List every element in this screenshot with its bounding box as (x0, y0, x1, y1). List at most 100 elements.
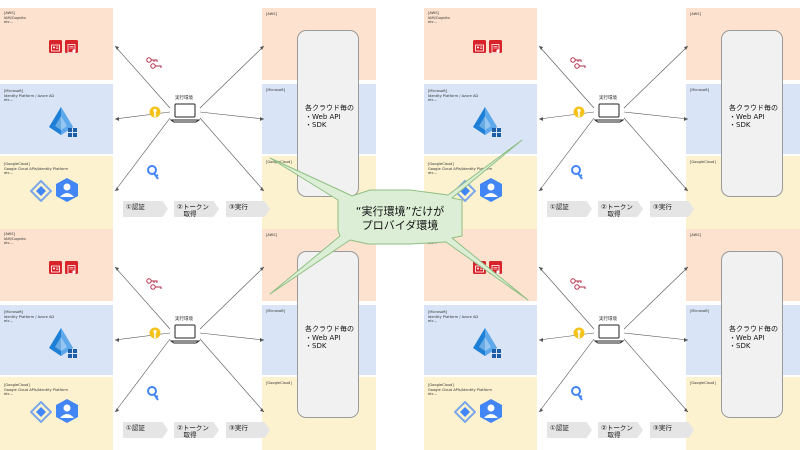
api-line: 各クラウド毎の (305, 104, 354, 112)
microsoft-target-tag: [Microsoft] (266, 88, 286, 92)
aws-tag-line: etc... (428, 20, 438, 25)
exec-arrow-gc (623, 117, 689, 192)
auth-arrow-ms (114, 332, 171, 341)
aws-identity-band: [AWS] IAM/Cognito etc... (0, 229, 113, 301)
diagram-panel: [AWS] IAM/Cognito etc... [Microsoft] Ide… (424, 229, 800, 450)
step-auth: ①認証 (547, 422, 592, 438)
auth-arrow-gc (114, 117, 171, 192)
execution-environment-label: 実行環境 (599, 317, 617, 322)
step-label: 取得 (601, 209, 621, 218)
microsoft-tag-line: etc... (4, 319, 14, 324)
aws-tag: [AWS] IAM/Cognito etc... (428, 11, 450, 25)
microsoft-tag: [Microsoft] Identity Platform / Azure AD… (428, 310, 478, 324)
microsoft-tag-line: Identity Platform / Azure AD (4, 93, 55, 98)
step-label: ③実行 (653, 203, 672, 211)
exec-arrow-gc (623, 338, 689, 413)
step-execute: ③実行 (650, 201, 694, 217)
diagram-panel: [AWS] IAM/Cognito etc... [Microsoft] Ide… (424, 8, 800, 229)
exec-arrow-ms (199, 332, 265, 341)
auth-arrow-gc (114, 338, 171, 413)
api-line: ・Web API (305, 333, 341, 342)
exec-arrow-gc (199, 117, 265, 192)
cloud-api-text: 各クラウド毎の ・Web API ・SDK (729, 325, 778, 351)
microsoft-tag-line: etc... (428, 98, 438, 103)
exec-arrow-aws (623, 45, 689, 109)
microsoft-target-tag: [Microsoft] (266, 309, 286, 313)
api-line: 各クラウド毎の (729, 325, 778, 333)
step-label: ②トークン (177, 203, 209, 211)
diagram-panel: [AWS] IAM/Cognito etc... [Microsoft] Ide… (0, 229, 376, 450)
googlecloud-tag: [GoogleCloud] Google Cloud APIs/Identity… (428, 383, 492, 397)
aws-tag-line: [AWS] (4, 232, 15, 236)
exec-arrow-gc (199, 338, 265, 413)
cloud-api-text: 各クラウド毎の ・Web API ・SDK (305, 104, 354, 130)
laptop-icon (594, 324, 624, 344)
microsoft-tag-line: Identity Platform / Azure AD (428, 314, 479, 319)
microsoft-tag-line: [Microsoft] (428, 89, 448, 93)
aws-cognito-icon (489, 40, 502, 53)
step-label: ③実行 (229, 424, 248, 432)
aws-identity-band: [AWS] IAM/Cognito etc... (424, 8, 537, 80)
step-auth: ①認証 (547, 201, 592, 217)
identity-platform-icon (480, 399, 502, 423)
cloud-api-box (721, 251, 783, 418)
googlecloud-tag-line: [GoogleCloud] (4, 383, 30, 387)
googlecloud-tag: [GoogleCloud] Google Cloud APIs/Identity… (4, 383, 68, 397)
aws-tag-line: [AWS] (4, 11, 15, 15)
googlecloud-tag-line: Google Cloud APIs/Identity Platform (428, 387, 493, 392)
aws-tag: [AWS] IAM/Cognito etc... (4, 11, 26, 25)
microsoft-identity-band: [Microsoft] Identity Platform / Azure AD… (0, 84, 113, 154)
identity-platform-icon (56, 399, 78, 423)
microsoft-tag-line: etc... (4, 98, 14, 103)
azure-ad-icon (473, 107, 501, 137)
googlecloud-tag-line: etc... (4, 392, 14, 397)
microsoft-token-key-icon (149, 106, 161, 118)
microsoft-identity-band: [Microsoft] Identity Platform / Azure AD… (424, 305, 537, 375)
microsoft-token-key-icon (573, 106, 585, 118)
aws-identity-band: [AWS] IAM/Cognito etc... (0, 8, 113, 80)
googlecloud-token-key-icon (147, 386, 159, 401)
auth-arrow-aws (114, 266, 171, 330)
microsoft-target-tag: [Microsoft] (690, 88, 710, 92)
googlecloud-identity-band: [GoogleCloud] Google Cloud APIs/Identity… (424, 377, 537, 450)
googlecloud-tag-line: etc... (4, 171, 14, 176)
googlecloud-token-key-icon (571, 386, 583, 401)
step-label: ①認証 (126, 424, 145, 432)
aws-tag-line: etc... (4, 241, 14, 246)
aws-cognito-icon (65, 261, 78, 274)
execution-environment-label: 実行環境 (599, 96, 617, 101)
microsoft-tag: [Microsoft] Identity Platform / Azure AD… (4, 310, 54, 324)
exec-arrow-ms (623, 111, 689, 120)
auth-arrow-ms (114, 111, 171, 120)
auth-arrow-ms (538, 111, 595, 120)
googlecloud-tag-line: [GoogleCloud] (428, 383, 454, 387)
aws-token-icon (570, 57, 586, 69)
step-token: ②トークン 取得 (174, 422, 219, 438)
api-line: ・SDK (729, 121, 751, 129)
cloud-api-box (721, 30, 783, 197)
auth-arrow-aws (538, 45, 595, 109)
cloud-api-text: 各クラウド毎の ・Web API ・SDK (729, 104, 778, 130)
connector-lines (538, 45, 689, 192)
exec-arrow-aws (199, 45, 265, 109)
api-line: 各クラウド毎の (729, 104, 778, 112)
aws-token-icon (146, 278, 162, 290)
step-label: ②トークン (601, 424, 633, 432)
aws-tag-line: etc... (4, 20, 14, 25)
connector-lines (114, 266, 265, 413)
auth-arrow-aws (114, 45, 171, 109)
azure-ad-icon (49, 107, 77, 137)
step-label: ①認証 (126, 203, 145, 211)
step-label: 取得 (601, 430, 621, 439)
microsoft-tag-line: Identity Platform / Azure AD (4, 314, 55, 319)
step-label: ①認証 (550, 203, 569, 211)
aws-target-tag: [AWS] (266, 12, 277, 16)
aws-target-tag: [AWS] (690, 12, 701, 16)
googlecloud-tag-line: etc... (428, 392, 438, 397)
diagram-panel: [AWS] IAM/Cognito etc... [Microsoft] Ide… (0, 8, 376, 229)
exec-arrow-aws (623, 266, 689, 330)
step-label: ②トークン (177, 424, 209, 432)
aws-token-icon (146, 57, 162, 69)
exec-arrow-ms (199, 111, 265, 120)
cloud-apis-icon (30, 401, 52, 423)
